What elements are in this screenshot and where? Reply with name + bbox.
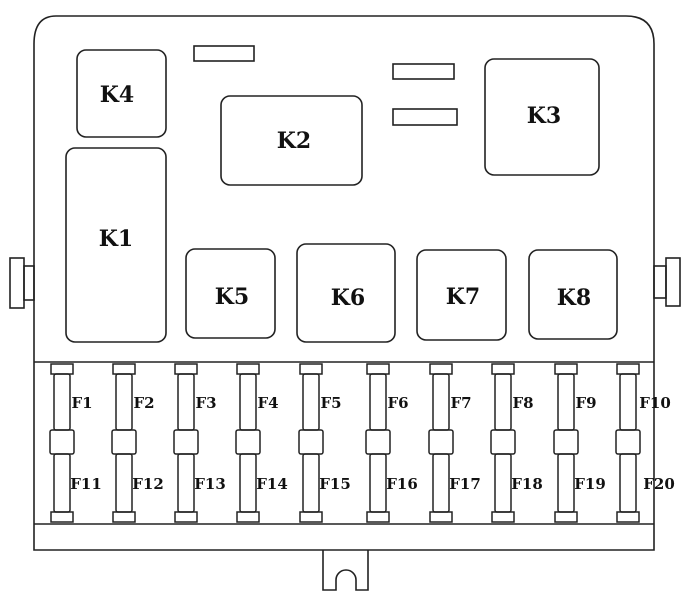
fuse-slot-top-clip-8	[491, 363, 515, 375]
relay-k5	[185, 248, 276, 339]
fuse-slot-4	[239, 373, 257, 431]
fuse-slot-mid-clip-2	[111, 429, 137, 455]
fuse-slot-mid-clip-8	[490, 429, 516, 455]
fuse-slot-top-clip-6	[366, 363, 390, 375]
fuse-slot-top-clip-9	[554, 363, 578, 375]
relay-k8	[528, 249, 618, 340]
fuse-slot-bottom-clip-9	[554, 511, 578, 523]
fuse-slot-17	[432, 453, 450, 513]
mounting-tab	[322, 550, 369, 591]
fuse-slot-top-clip-4	[236, 363, 260, 375]
fuse-slot-mid-clip-4	[235, 429, 261, 455]
fuse-label-f12: F12	[132, 475, 164, 493]
fuse-slot-top-clip-3	[174, 363, 198, 375]
fuse-slot-6	[369, 373, 387, 431]
fuse-label-f5: F5	[320, 394, 341, 412]
relay-k3-label: K3	[527, 103, 561, 129]
relay-k3	[484, 58, 600, 176]
fuse-slot-13	[177, 453, 195, 513]
fuse-slot-bottom-clip-5	[299, 511, 323, 523]
fuse-label-f9: F9	[575, 394, 596, 412]
right-side-clip	[665, 257, 681, 307]
fuse-slot-8	[494, 373, 512, 431]
fuse-slot-bottom-clip-1	[50, 511, 74, 523]
connector-slot-2	[392, 63, 455, 80]
fuse-label-f14: F14	[256, 475, 288, 493]
fuse-slot-10	[619, 373, 637, 431]
fuse-label-f10: F10	[639, 394, 671, 412]
relay-k6	[296, 243, 396, 343]
fuse-slot-9	[557, 373, 575, 431]
fuse-slot-mid-clip-3	[173, 429, 199, 455]
connector-slot-1	[193, 45, 255, 62]
fuse-slot-2	[115, 373, 133, 431]
left-side-clip	[9, 257, 25, 309]
relay-k6-label: K6	[331, 285, 365, 311]
fuse-slot-mid-clip-1	[49, 429, 75, 455]
fuse-slot-top-clip-7	[429, 363, 453, 375]
fuse-label-f16: F16	[386, 475, 418, 493]
fuse-slot-15	[302, 453, 320, 513]
fuse-slot-7	[432, 373, 450, 431]
fuse-slot-mid-clip-10	[615, 429, 641, 455]
fuse-slot-3	[177, 373, 195, 431]
fuse-slot-1	[53, 373, 71, 431]
fuse-slot-20	[619, 453, 637, 513]
fuse-slot-12	[115, 453, 133, 513]
fuse-label-f8: F8	[512, 394, 533, 412]
right-side-clip-inner	[653, 265, 667, 299]
fuse-label-f18: F18	[511, 475, 543, 493]
fuse-slot-bottom-clip-8	[491, 511, 515, 523]
fuse-label-f20: F20	[643, 475, 675, 493]
fuse-slot-top-clip-5	[299, 363, 323, 375]
fuse-slot-5	[302, 373, 320, 431]
fuse-label-f4: F4	[257, 394, 278, 412]
left-side-clip-inner	[23, 265, 35, 301]
fuse-label-f11: F11	[70, 475, 102, 493]
fuse-label-f1: F1	[71, 394, 92, 412]
fuse-slot-mid-clip-7	[428, 429, 454, 455]
fuse-slot-19	[557, 453, 575, 513]
fuse-slot-11	[53, 453, 71, 513]
relay-k1	[65, 147, 167, 343]
fuse-label-f6: F6	[387, 394, 408, 412]
fuse-slot-bottom-clip-3	[174, 511, 198, 523]
fuse-label-f7: F7	[450, 394, 471, 412]
fuse-slot-top-clip-2	[112, 363, 136, 375]
fuse-slot-mid-clip-5	[298, 429, 324, 455]
fuse-slot-14	[239, 453, 257, 513]
fuse-slot-top-clip-10	[616, 363, 640, 375]
fuse-slot-16	[369, 453, 387, 513]
fuse-box-housing	[33, 15, 655, 551]
fuse-slot-mid-clip-6	[365, 429, 391, 455]
fuse-slot-bottom-clip-2	[112, 511, 136, 523]
fuse-label-f19: F19	[574, 475, 606, 493]
fuse-slot-bottom-clip-10	[616, 511, 640, 523]
fuse-slot-bottom-clip-7	[429, 511, 453, 523]
relay-k5-label: K5	[215, 284, 249, 310]
relay-k4-label: K4	[100, 82, 134, 108]
relay-k2-label: K2	[277, 128, 311, 154]
fuse-label-f17: F17	[449, 475, 481, 493]
relay-k7-label: K7	[446, 284, 480, 310]
relay-k2	[220, 95, 363, 186]
fuse-slot-mid-clip-9	[553, 429, 579, 455]
fuse-label-f15: F15	[319, 475, 351, 493]
fuse-slot-top-clip-1	[50, 363, 74, 375]
fuse-slot-bottom-clip-4	[236, 511, 260, 523]
fuse-slot-18	[494, 453, 512, 513]
relay-k4	[76, 49, 167, 138]
relay-k1-label: K1	[99, 226, 133, 252]
relay-k7	[416, 249, 507, 341]
fuse-label-f2: F2	[133, 394, 154, 412]
relay-k8-label: K8	[557, 285, 591, 311]
fuse-label-f13: F13	[194, 475, 226, 493]
fuse-slot-bottom-clip-6	[366, 511, 390, 523]
connector-slot-3	[392, 108, 458, 126]
fuse-label-f3: F3	[195, 394, 216, 412]
